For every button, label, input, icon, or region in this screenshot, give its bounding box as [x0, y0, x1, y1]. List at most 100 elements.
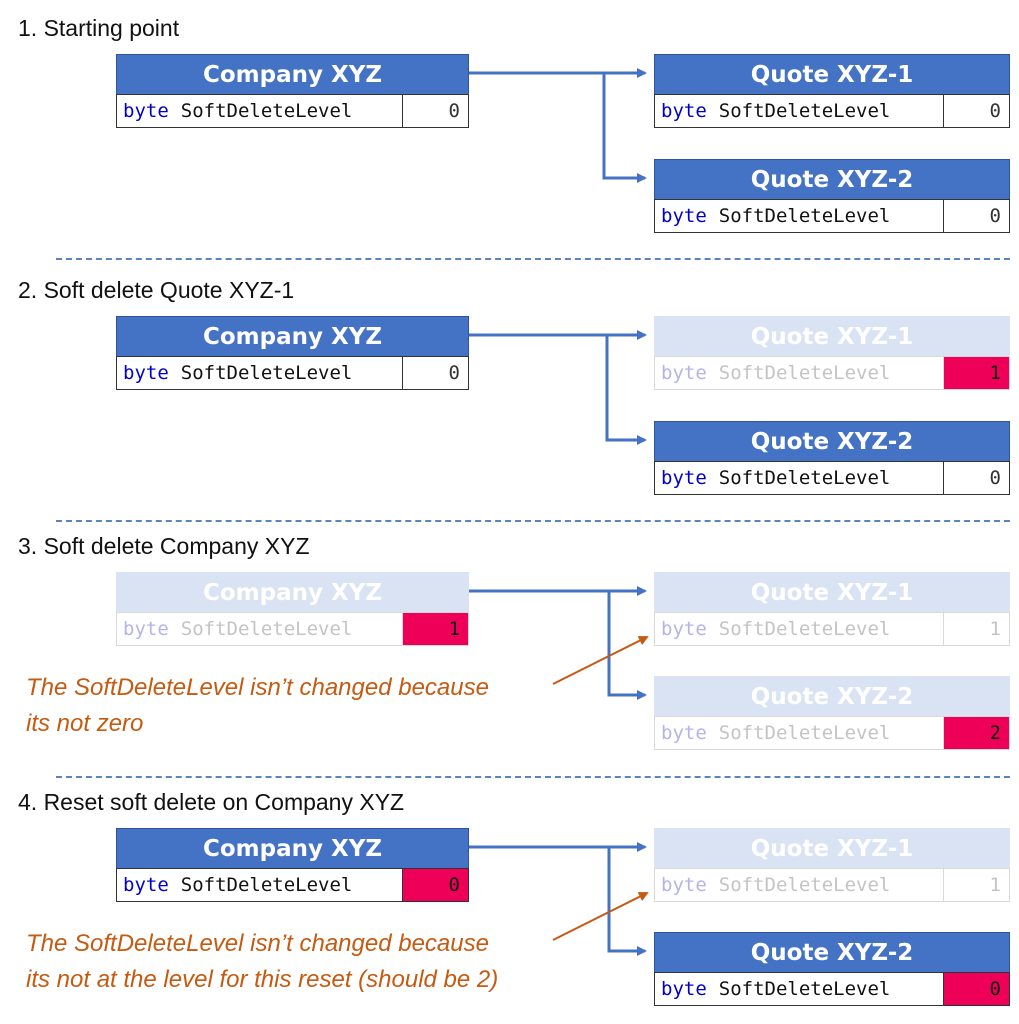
type-keyword: byte: [661, 467, 707, 489]
field-value: 1: [403, 613, 468, 645]
quote-2-header: Quote XYZ-2: [654, 159, 1010, 199]
quote-1-box: Quote XYZ-1 byte SoftDeleteLevel 1: [654, 828, 1010, 902]
field-value: 1: [944, 357, 1009, 389]
field-declaration: byte SoftDeleteLevel: [117, 95, 403, 127]
field-name: SoftDeleteLevel: [180, 362, 353, 384]
field-name: SoftDeleteLevel: [180, 100, 353, 122]
type-keyword: byte: [123, 618, 169, 640]
type-keyword: byte: [661, 100, 707, 122]
type-keyword: byte: [661, 978, 707, 1000]
note-line: The SoftDeleteLevel isn’t changed becaus…: [26, 930, 489, 957]
company-header: Company XYZ: [116, 54, 469, 94]
field-row: byte SoftDeleteLevel 0: [654, 94, 1010, 128]
field-declaration: byte SoftDeleteLevel: [655, 200, 944, 232]
type-keyword: byte: [123, 362, 169, 384]
section-2-title: 2. Soft delete Quote XYZ-1: [18, 277, 295, 303]
field-value: 0: [403, 869, 468, 901]
type-keyword: byte: [123, 874, 169, 896]
field-name: SoftDeleteLevel: [718, 722, 891, 744]
quote-1-header: Quote XYZ-1: [654, 54, 1010, 94]
company-box: Company XYZ byte SoftDeleteLevel 0: [116, 316, 469, 390]
quote-1-box: Quote XYZ-1 byte SoftDeleteLevel 1: [654, 572, 1010, 646]
field-value: 0: [989, 205, 1001, 227]
field-value: 0: [448, 100, 460, 122]
field-row: byte SoftDeleteLevel 0: [654, 199, 1010, 233]
field-row: byte SoftDeleteLevel 0: [116, 356, 469, 390]
quote-1-header: Quote XYZ-1: [654, 316, 1010, 356]
company-header: Company XYZ: [116, 828, 469, 868]
type-keyword: byte: [661, 362, 707, 384]
field-declaration: byte SoftDeleteLevel: [655, 95, 944, 127]
field-name: SoftDeleteLevel: [180, 618, 353, 640]
section-1-title: 1. Starting point: [18, 15, 180, 41]
section-separator: [56, 776, 1010, 778]
field-value: 0: [989, 467, 1001, 489]
quote-1-header: Quote XYZ-1: [654, 828, 1010, 868]
company-header: Company XYZ: [116, 572, 469, 612]
field-declaration: byte SoftDeleteLevel: [655, 973, 944, 1005]
field-name: SoftDeleteLevel: [718, 978, 891, 1000]
company-box: Company XYZ byte SoftDeleteLevel 1: [116, 572, 469, 646]
type-keyword: byte: [661, 722, 707, 744]
field-row: byte SoftDeleteLevel 1: [654, 868, 1010, 902]
quote-2-box: Quote XYZ-2 byte SoftDeleteLevel 0: [654, 421, 1010, 495]
note-line: its not zero: [26, 710, 144, 737]
field-name: SoftDeleteLevel: [180, 874, 353, 896]
field-declaration: byte SoftDeleteLevel: [117, 613, 403, 645]
field-row: byte SoftDeleteLevel 0: [654, 461, 1010, 495]
field-name: SoftDeleteLevel: [718, 874, 891, 896]
type-keyword: byte: [661, 618, 707, 640]
note-line: The SoftDeleteLevel isn’t changed becaus…: [26, 674, 489, 701]
field-value: 0: [448, 362, 460, 384]
type-keyword: byte: [123, 100, 169, 122]
type-keyword: byte: [661, 205, 707, 227]
arrow-company-to-quote2: [602, 73, 647, 183]
field-declaration: byte SoftDeleteLevel: [655, 357, 944, 389]
note-line: its not at the level for this reset (sho…: [26, 966, 499, 993]
arrow-company-to-quote2: [607, 847, 647, 956]
field-row: byte SoftDeleteLevel 0: [654, 972, 1010, 1006]
field-row: byte SoftDeleteLevel 0: [116, 868, 469, 902]
arrow-company-to-quote2: [605, 335, 647, 445]
field-row: byte SoftDeleteLevel 1: [116, 612, 469, 646]
field-declaration: byte SoftDeleteLevel: [655, 869, 944, 901]
quote-2-header: Quote XYZ-2: [654, 421, 1010, 461]
field-value: 1: [989, 618, 1001, 640]
field-value: 0: [989, 100, 1001, 122]
field-declaration: byte SoftDeleteLevel: [655, 462, 944, 494]
field-row: byte SoftDeleteLevel 1: [654, 356, 1010, 390]
type-keyword: byte: [661, 874, 707, 896]
section-4-title: 4. Reset soft delete on Company XYZ: [18, 789, 405, 815]
note-pointer-arrow: [552, 636, 649, 685]
company-header: Company XYZ: [116, 316, 469, 356]
quote-1-box: Quote XYZ-1 byte SoftDeleteLevel 0: [654, 54, 1010, 128]
field-row: byte SoftDeleteLevel 1: [654, 612, 1010, 646]
quote-2-box: Quote XYZ-2 byte SoftDeleteLevel 0: [654, 159, 1010, 233]
field-name: SoftDeleteLevel: [718, 205, 891, 227]
field-declaration: byte SoftDeleteLevel: [117, 357, 403, 389]
quote-2-box: Quote XYZ-2 byte SoftDeleteLevel 0: [654, 932, 1010, 1006]
company-box: Company XYZ byte SoftDeleteLevel 0: [116, 828, 469, 902]
note-pointer-arrow: [552, 892, 649, 941]
field-row: byte SoftDeleteLevel 0: [116, 94, 469, 128]
field-value: 0: [944, 973, 1009, 1005]
field-name: SoftDeleteLevel: [718, 100, 891, 122]
field-declaration: byte SoftDeleteLevel: [655, 613, 944, 645]
annotation-note: The SoftDeleteLevel isn’t changed becaus…: [26, 670, 489, 742]
field-value: 2: [944, 717, 1009, 749]
field-value: 1: [989, 874, 1001, 896]
section-separator: [56, 258, 1010, 260]
field-name: SoftDeleteLevel: [718, 467, 891, 489]
quote-2-header: Quote XYZ-2: [654, 932, 1010, 972]
quote-1-box: Quote XYZ-1 byte SoftDeleteLevel 1: [654, 316, 1010, 390]
annotation-note: The SoftDeleteLevel isn’t changed becaus…: [26, 926, 498, 998]
section-separator: [56, 520, 1010, 522]
company-box: Company XYZ byte SoftDeleteLevel 0: [116, 54, 469, 128]
quote-1-header: Quote XYZ-1: [654, 572, 1010, 612]
field-row: byte SoftDeleteLevel 2: [654, 716, 1010, 750]
field-name: SoftDeleteLevel: [718, 362, 891, 384]
field-name: SoftDeleteLevel: [718, 618, 891, 640]
section-3-title: 3. Soft delete Company XYZ: [18, 533, 310, 559]
